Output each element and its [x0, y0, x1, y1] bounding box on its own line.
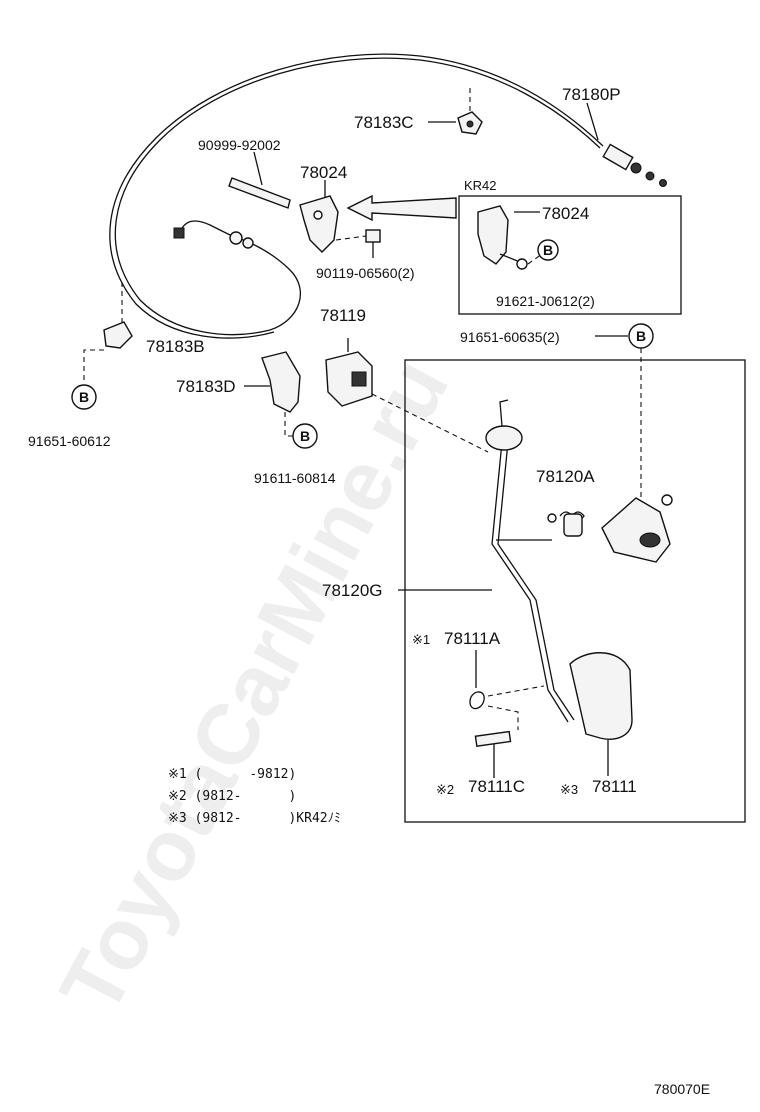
svg-text:B: B: [79, 389, 89, 405]
note-1: ※1 ( -9812): [168, 767, 296, 782]
figure-id: 780070E: [654, 1081, 710, 1097]
clip-78183b: [83, 282, 133, 382]
label-kr42: KR42: [464, 178, 497, 193]
cable-end-fitting: [602, 143, 667, 187]
pedal-arm-78120g: [485, 399, 575, 723]
circle-b-mid: B: [292, 423, 318, 449]
note-2: ※2 (9812- ): [168, 789, 296, 804]
label-91611-60814: 91611-60814: [254, 470, 336, 486]
label-78024: 78024: [300, 163, 347, 182]
accelerator-cable: [114, 57, 601, 336]
spring-78120a: [496, 511, 585, 541]
label-91621-j0612: 91621-J0612(2): [496, 293, 595, 309]
label-78120g: 78120G: [322, 581, 383, 600]
circle-b-top-right: B: [628, 323, 654, 349]
mark-2: ※2: [436, 782, 454, 797]
mark-3: ※3: [560, 782, 578, 797]
bracket-78183d: [244, 351, 301, 437]
label-78119: 78119: [320, 306, 366, 325]
label-91651-60635: 91651-60635(2): [460, 329, 560, 345]
pedal-bracket: [601, 494, 673, 563]
svg-text:B: B: [543, 242, 553, 258]
label-78183b: 78183B: [146, 337, 205, 356]
hose-90999: [228, 177, 291, 209]
circle-b-left: B: [71, 384, 97, 410]
bracket-78024: [299, 180, 339, 253]
cable-left-end: [173, 220, 254, 249]
label-78183d: 78183D: [176, 377, 236, 396]
label-90999-92002: 90999-92002: [198, 137, 281, 153]
kr42-inset: [458, 195, 682, 315]
circle-b-kr42: B: [537, 239, 559, 261]
label-78180p: 78180P: [562, 85, 621, 104]
clip-78111a: [469, 650, 545, 730]
kr42-arrow: [346, 194, 457, 222]
label-78183c: 78183C: [354, 113, 414, 132]
clamp-78183c: [457, 88, 483, 135]
svg-text:B: B: [636, 328, 646, 344]
pedal-assembly-frame: [404, 359, 746, 823]
pedal-pad-78111: [569, 652, 633, 776]
label-90119-06560: 90119-06560(2): [316, 265, 415, 281]
switch-78119: [325, 338, 489, 453]
pin-78111c: [474, 730, 512, 778]
note-3: ※3 (9812- )KR42ﾉﾐ: [168, 811, 341, 826]
label-78111a: 78111A: [444, 629, 501, 648]
svg-text:B: B: [300, 428, 310, 444]
label-78120a: 78120A: [536, 467, 595, 486]
label-78024-kr42: 78024: [542, 204, 589, 223]
bolt-90119: [335, 229, 381, 258]
mark-1: ※1: [412, 632, 430, 647]
label-78111c: 78111C: [468, 777, 525, 796]
label-78111: 78111: [592, 777, 637, 796]
label-91651-60612: 91651-60612: [28, 433, 111, 449]
